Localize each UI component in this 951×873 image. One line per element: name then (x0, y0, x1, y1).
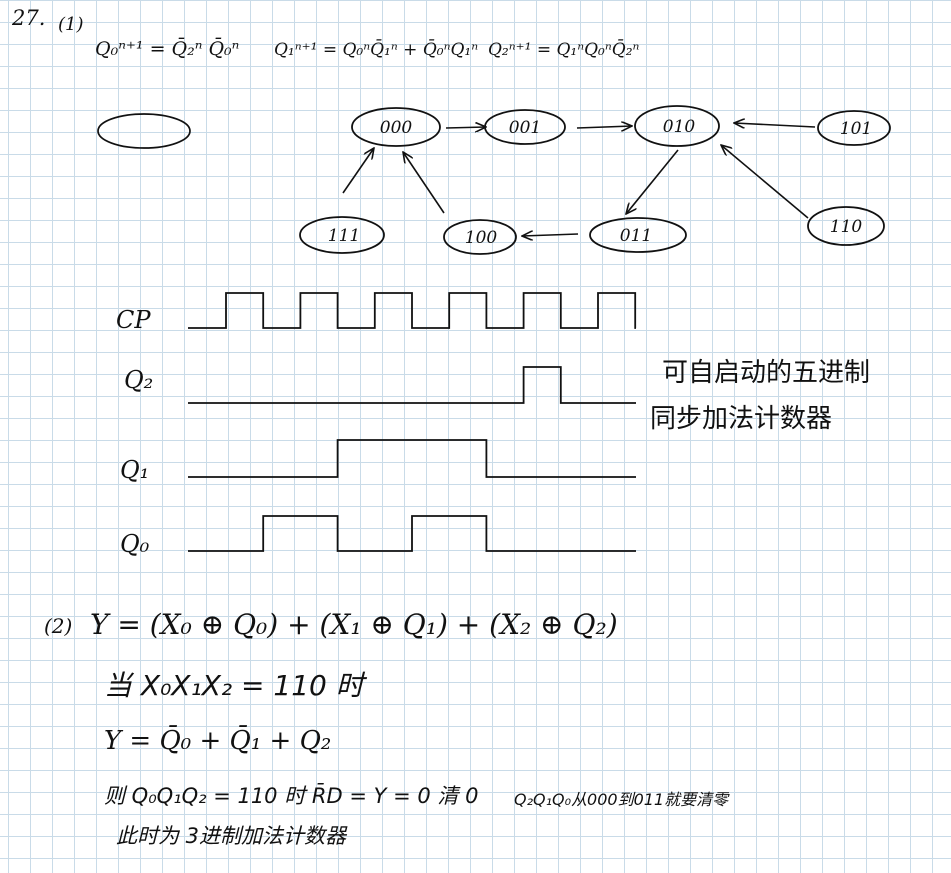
annotation-line1: 可自启动的五进制 (662, 358, 871, 388)
state-101-label: 101 (840, 119, 872, 139)
part2-clear-line: 则 Q₀Q₁Q₂ = 110 时 R̄D = Y = 0 清 0 (104, 784, 479, 808)
arrow-011-to-100 (522, 234, 579, 236)
part2-simplified: Y = Q̄₀ + Q̄₁ + Q₂ (104, 726, 332, 756)
state-011-oval (589, 217, 687, 253)
arrow-110-to-010 (721, 145, 809, 219)
state-000-label: 000 (380, 118, 413, 138)
problem-number: 27. (12, 6, 46, 30)
part1-label: (1) (58, 14, 84, 35)
part2-expression-y: Y = (X₀ ⊕ Q₀) + (X₁ ⊕ Q₁) + (X₂ ⊕ Q₂) (90, 608, 618, 641)
state-100-oval (443, 219, 517, 255)
timing-label-q2: Q₂ (124, 366, 154, 394)
equation-q2: Q₂ⁿ⁺¹ = Q₁ⁿQ₀ⁿQ̄₂ⁿ (488, 40, 640, 60)
arrow-000-to-001 (445, 127, 486, 128)
timing-label-q1: Q₁ (120, 456, 150, 484)
state-011-label: 011 (620, 226, 652, 246)
part2-conclusion: 此时为 3进制加法计数器 (116, 824, 347, 848)
state-111-label: 111 (328, 226, 360, 246)
state-101-oval (817, 110, 891, 146)
state-110-label: 110 (830, 217, 863, 237)
part2-label: (2) (44, 614, 73, 638)
arrow-010-to-011 (626, 149, 679, 214)
state-010-label: 010 (663, 117, 696, 137)
arrow-100-to-000 (403, 152, 445, 214)
state-legend-oval (97, 113, 191, 149)
waveform-cp (188, 292, 637, 329)
annotation-line2: 同步加法计数器 (650, 404, 833, 434)
waveform-q1 (188, 439, 636, 478)
timing-label-cp: CP (116, 306, 151, 334)
waveform-q2 (188, 366, 636, 404)
timing-label-q0: Q₀ (120, 530, 150, 558)
state-111-oval (299, 216, 385, 254)
arrow-001-to-010 (576, 126, 632, 128)
arrow-101-to-010 (734, 123, 816, 127)
state-110-oval (807, 206, 885, 246)
part2-condition: 当 X₀X₁X₂ = 110 时 (104, 669, 364, 702)
part2-note: Q₂Q₁Q₀从000到011就要清零 (514, 790, 729, 809)
equation-q1: Q₁ⁿ⁺¹ = Q₀ⁿQ̄₁ⁿ + Q̄₀ⁿQ₁ⁿ (274, 40, 479, 60)
waveform-q0 (188, 515, 636, 552)
equation-q0: Q₀ⁿ⁺¹ = Q̄₂ⁿ Q̄₀ⁿ (95, 38, 240, 60)
state-100-label: 100 (465, 228, 498, 248)
arrow-111-to-000 (342, 148, 374, 194)
state-000-oval (351, 107, 441, 147)
state-010-oval (634, 105, 720, 147)
state-001-label: 001 (509, 118, 541, 138)
